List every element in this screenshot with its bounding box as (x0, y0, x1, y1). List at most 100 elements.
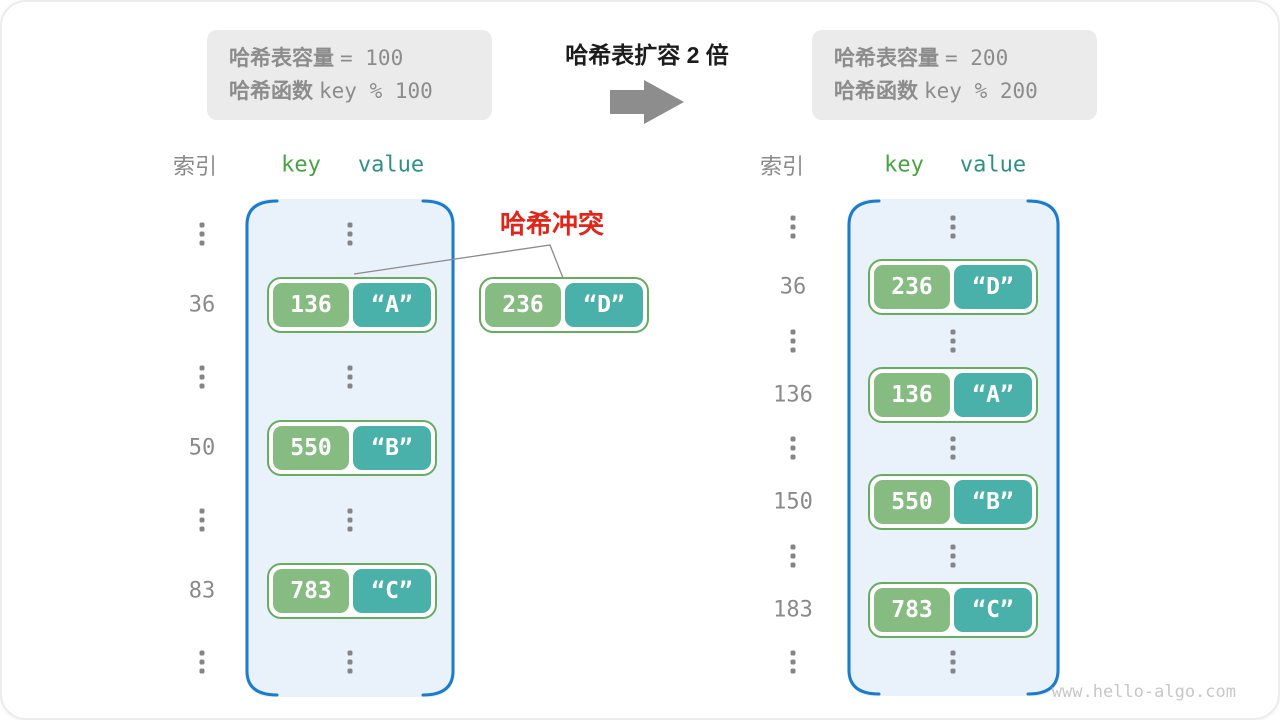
dot (950, 215, 956, 221)
value-cell: “A” (353, 283, 431, 327)
dot (790, 224, 796, 230)
key-cell: 236 (485, 283, 561, 327)
bucket-bracket-icon (847, 199, 1060, 696)
value-cell: “C” (353, 569, 431, 613)
figure-title: 哈希表扩容 2 倍 (565, 42, 729, 68)
dot (950, 454, 956, 460)
capacity-box-after: 哈希表容量= 200 哈希函数 key % 200 (812, 30, 1097, 120)
dot (199, 517, 205, 522)
value-cell: “D” (565, 283, 643, 327)
index-header-before: 索引 (172, 154, 218, 179)
hash-function-label: 哈希函数 (834, 80, 918, 103)
capacity-value: = 100 (340, 46, 404, 70)
value-cell: “B” (353, 426, 431, 470)
dot (199, 365, 205, 370)
hash-function-label: 哈希函数 (229, 80, 313, 103)
vertical-ellipsis-icon (790, 436, 796, 460)
vertical-ellipsis-icon (347, 650, 353, 674)
dot (347, 365, 353, 370)
key-header-after: key (884, 152, 924, 178)
dot (950, 338, 956, 344)
value-header-after: value (959, 152, 1027, 178)
key-cell: 550 (874, 480, 950, 524)
dot (347, 650, 353, 656)
expand-arrow-icon (610, 80, 684, 124)
vertical-ellipsis-icon (790, 215, 796, 239)
dot (199, 374, 205, 379)
dot (347, 231, 353, 237)
value-cell: “B” (954, 480, 1032, 524)
kv-pair: 783“C” (868, 581, 1038, 638)
dot (950, 668, 956, 674)
dot (950, 562, 956, 568)
dot (950, 553, 956, 559)
dot (347, 508, 353, 513)
dot (790, 668, 796, 674)
capacity-line: 哈希表容量= 200 (834, 45, 1097, 72)
kv-pair-external: 236 “D” (479, 277, 649, 333)
vertical-ellipsis-icon (950, 329, 956, 353)
kv-pair: 550“B” (868, 474, 1038, 530)
dot (347, 659, 353, 665)
key-cell: 550 (273, 426, 349, 470)
vertical-ellipsis-icon (950, 436, 956, 460)
index-label: 36 (188, 292, 216, 318)
dot (199, 231, 205, 237)
vertical-ellipsis-icon (347, 222, 353, 246)
kv-pair: 136“A” (267, 277, 437, 333)
dot (790, 215, 796, 221)
key-cell: 136 (874, 372, 950, 417)
vertical-ellipsis-icon (347, 365, 353, 388)
dot (199, 383, 205, 388)
capacity-line: 哈希表容量= 100 (229, 45, 492, 72)
hash-function-expr: key % 100 (319, 79, 433, 103)
hash-function-line: 哈希函数 key % 200 (834, 78, 1097, 105)
index-label: 136 (773, 382, 813, 407)
dot (790, 445, 796, 451)
dot (790, 338, 796, 344)
index-label: 83 (188, 578, 216, 604)
dot (199, 668, 205, 674)
dot (790, 454, 796, 460)
vertical-ellipsis-icon (199, 508, 205, 531)
vertical-ellipsis-icon (790, 544, 796, 568)
dot (790, 347, 796, 353)
kv-pair: 136“A” (868, 366, 1038, 423)
watermark: www.hello-algo.com (1051, 682, 1236, 702)
dot (950, 329, 956, 335)
value-cell: “D” (954, 265, 1032, 309)
dot (199, 222, 205, 228)
dot (347, 526, 353, 531)
dot (790, 553, 796, 559)
vertical-ellipsis-icon (950, 215, 956, 239)
hash-function-expr: key % 200 (924, 79, 1038, 103)
index-label: 183 (773, 597, 813, 622)
dot (199, 659, 205, 665)
vertical-ellipsis-icon (790, 650, 796, 674)
key-cell: 136 (273, 283, 349, 327)
dot (950, 224, 956, 230)
dot (950, 436, 956, 442)
dot (950, 445, 956, 451)
dot (790, 650, 796, 656)
vertical-ellipsis-icon (199, 365, 205, 388)
key-cell: 236 (874, 265, 950, 309)
index-header-after: 索引 (759, 154, 805, 179)
dot (199, 240, 205, 246)
kv-pair: 236“D” (868, 259, 1038, 315)
kv-pair: 550“B” (267, 420, 437, 476)
value-cell: “C” (954, 587, 1032, 632)
vertical-ellipsis-icon (950, 650, 956, 674)
dot (347, 668, 353, 674)
dot (790, 436, 796, 442)
value-header-before: value (357, 152, 425, 178)
dot (950, 659, 956, 665)
dot (347, 240, 353, 246)
dot (950, 233, 956, 239)
index-label: 150 (773, 489, 813, 515)
dot (950, 347, 956, 353)
dot (199, 526, 205, 531)
dot (790, 233, 796, 239)
dot (347, 222, 353, 228)
